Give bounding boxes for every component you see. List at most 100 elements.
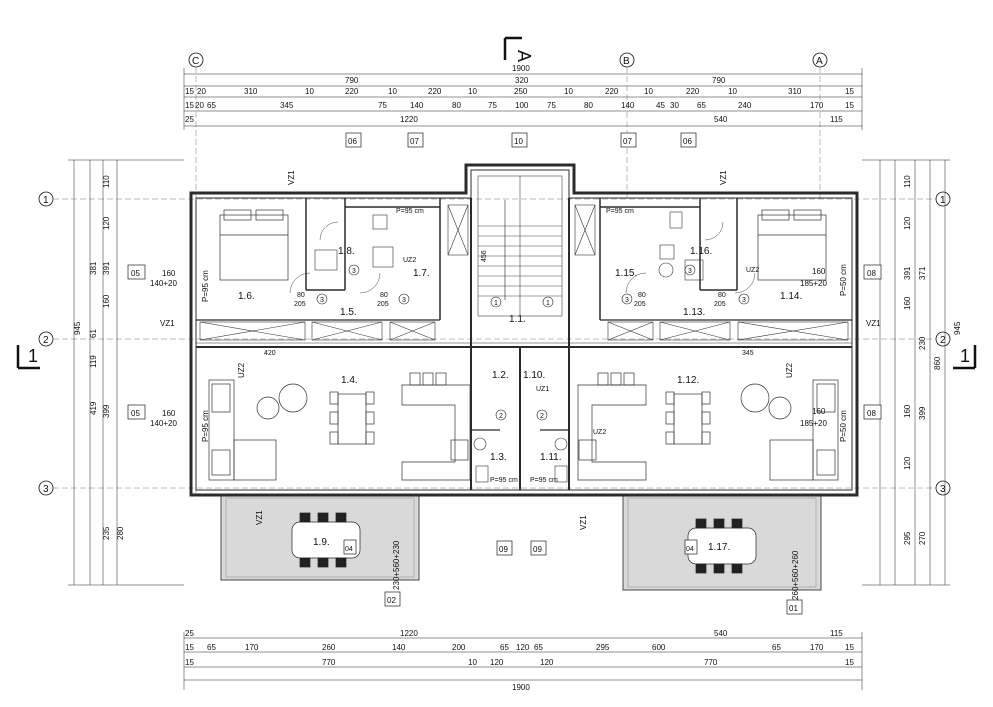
room-1-9: 1.9. bbox=[313, 537, 330, 548]
bdim-r2-4: 260 bbox=[322, 643, 336, 652]
room-1-16: 1.16. bbox=[690, 246, 712, 257]
vz1-terrace-right: VZ1 bbox=[579, 515, 588, 530]
bdim-r2-15: 65 bbox=[772, 643, 781, 652]
section-mark-left: 1 bbox=[16, 345, 40, 370]
ldim-m2: 119 bbox=[89, 355, 98, 368]
room-1-5: 1.5. bbox=[340, 307, 357, 318]
circled-label-text: 1 1 2 2 3 3 3 3 3 3 bbox=[320, 268, 746, 420]
dim-r3-20: 15 bbox=[845, 101, 854, 110]
win-160-right-top: 160 bbox=[812, 267, 826, 276]
bdim-r3-2: 770 bbox=[322, 658, 336, 667]
dim-420: 420 bbox=[264, 350, 276, 357]
ldim-i10: 399 bbox=[102, 404, 111, 418]
door-205-c: 205 bbox=[634, 301, 646, 308]
ldim-i17: 280 bbox=[116, 526, 125, 540]
terrace-right-dims: 260+560+260 bbox=[791, 550, 800, 600]
annotations: 160 140+20 160 140+20 160 185+20 160 185… bbox=[150, 170, 881, 600]
p95-right-wc: P=95 cm bbox=[530, 477, 558, 484]
rdim-i1: 120 bbox=[903, 216, 912, 230]
vz1-left: VZ1 bbox=[160, 319, 175, 328]
left-dimension-text: 945 381 61 119 419 110 120 391 160 399 2… bbox=[73, 175, 125, 540]
room-1-10: 1.10. bbox=[523, 370, 545, 381]
wardrobes bbox=[199, 204, 849, 341]
bed-left bbox=[219, 209, 289, 281]
win-160-left-top: 160 bbox=[162, 269, 176, 278]
dim-r2-10: 220 bbox=[605, 87, 619, 96]
section-mark-right: 1 bbox=[953, 345, 977, 370]
bdim-r1-0: 25 bbox=[185, 629, 194, 638]
dim-r3-14: 45 bbox=[656, 101, 665, 110]
circ-3-d: 3 bbox=[625, 297, 629, 304]
tag-02: 02 bbox=[387, 596, 396, 605]
dim-r3-6: 80 bbox=[452, 101, 461, 110]
tag-07-right: 07 bbox=[623, 137, 632, 146]
p95-right-bath: P=95 cm bbox=[606, 208, 634, 215]
vz1-top-right: VZ1 bbox=[719, 170, 728, 185]
bed-right bbox=[757, 209, 827, 281]
circ-1-a: 1 bbox=[494, 300, 498, 307]
tag-06-left: 06 bbox=[348, 137, 357, 146]
circ-3-c: 3 bbox=[402, 297, 406, 304]
room-1-3: 1.3. bbox=[490, 452, 507, 463]
dim-r2-14: 310 bbox=[788, 87, 802, 96]
circ-3-a: 3 bbox=[320, 297, 324, 304]
room-1-12: 1.12. bbox=[677, 375, 699, 386]
door-205-a: 205 bbox=[294, 301, 306, 308]
tag-08-top: 08 bbox=[867, 269, 876, 278]
room-1-2: 1.2. bbox=[492, 370, 509, 381]
win-185-right-bottom: 185+20 bbox=[800, 419, 827, 428]
sofa-right bbox=[740, 379, 839, 481]
bdim-r2-16: 170 bbox=[810, 643, 824, 652]
circ-2-a: 2 bbox=[499, 413, 503, 420]
win-160-right-bottom: 160 bbox=[812, 407, 826, 416]
dim-top-320: 320 bbox=[515, 76, 529, 85]
dim-456: 456 bbox=[481, 250, 488, 262]
bottom-dimension-text: 25 1220 540 115 15 65 170 260 140 200 65… bbox=[185, 629, 854, 692]
p50-right-top: P=50 cm bbox=[839, 264, 848, 296]
dim-top-790-right: 790 bbox=[712, 76, 726, 85]
dim-r2-1: 20 bbox=[197, 87, 206, 96]
stairs bbox=[477, 175, 563, 317]
ldim-i4: 110 bbox=[102, 175, 111, 188]
dim-r3-3: 345 bbox=[280, 101, 294, 110]
top-dimension-text: 1900 790 320 790 15 20 310 10 220 10 220… bbox=[185, 64, 854, 124]
terrace-table-right bbox=[687, 518, 757, 574]
bdim-r2-7: 65 bbox=[500, 643, 509, 652]
sofa-left bbox=[208, 379, 308, 481]
vz1-terrace-left: VZ1 bbox=[255, 510, 264, 525]
tag-05-top: 05 bbox=[131, 269, 140, 278]
dim-r4-0: 25 bbox=[185, 115, 194, 124]
p95-left-wc: P=95 cm bbox=[490, 477, 518, 484]
dim-r3-2: 65 bbox=[207, 101, 216, 110]
room-labels: 1.1. 1.2. 1.3. 1.4. 1.5. 1.6. 1.7. 1.8. … bbox=[238, 246, 802, 553]
rdim-i2: 391 bbox=[903, 266, 912, 280]
dim-r2-3: 10 bbox=[305, 87, 314, 96]
dim-r2-7: 10 bbox=[468, 87, 477, 96]
room-1-1: 1.1. bbox=[509, 314, 526, 325]
rdim-outer: 945 bbox=[953, 321, 962, 335]
win-140-left-top: 140+20 bbox=[150, 279, 177, 288]
bdim-r3-0: 15 bbox=[185, 658, 194, 667]
ldim-i16: 235 bbox=[102, 526, 111, 540]
dim-r3-5: 140 bbox=[410, 101, 424, 110]
bdim-r2-2: 65 bbox=[207, 643, 216, 652]
p95-left-bottom: P=95 cm bbox=[201, 410, 210, 442]
vz1-right: VZ1 bbox=[866, 319, 881, 328]
axis-label-right-3: 3 bbox=[940, 484, 946, 495]
bdim-r3-9: 15 bbox=[845, 658, 854, 667]
bdim-r1-3: 115 bbox=[830, 629, 843, 638]
room-1-6: 1.6. bbox=[238, 291, 255, 302]
dim-r3-4: 75 bbox=[378, 101, 387, 110]
dim-r2-12: 220 bbox=[686, 87, 700, 96]
ldim-i5: 120 bbox=[102, 216, 111, 230]
rdim-m0: 230 bbox=[918, 336, 927, 350]
dim-r2-0: 15 bbox=[185, 87, 194, 96]
vz1-top-left: VZ1 bbox=[287, 170, 296, 185]
dim-r3-0: 15 bbox=[185, 101, 194, 110]
room-1-4: 1.4. bbox=[341, 375, 358, 386]
dim-r3-17: 240 bbox=[738, 101, 752, 110]
dim-r4-1: 1220 bbox=[400, 115, 418, 124]
bdim-r1-1: 1220 bbox=[400, 629, 418, 638]
dim-r3-16: 65 bbox=[697, 101, 706, 110]
